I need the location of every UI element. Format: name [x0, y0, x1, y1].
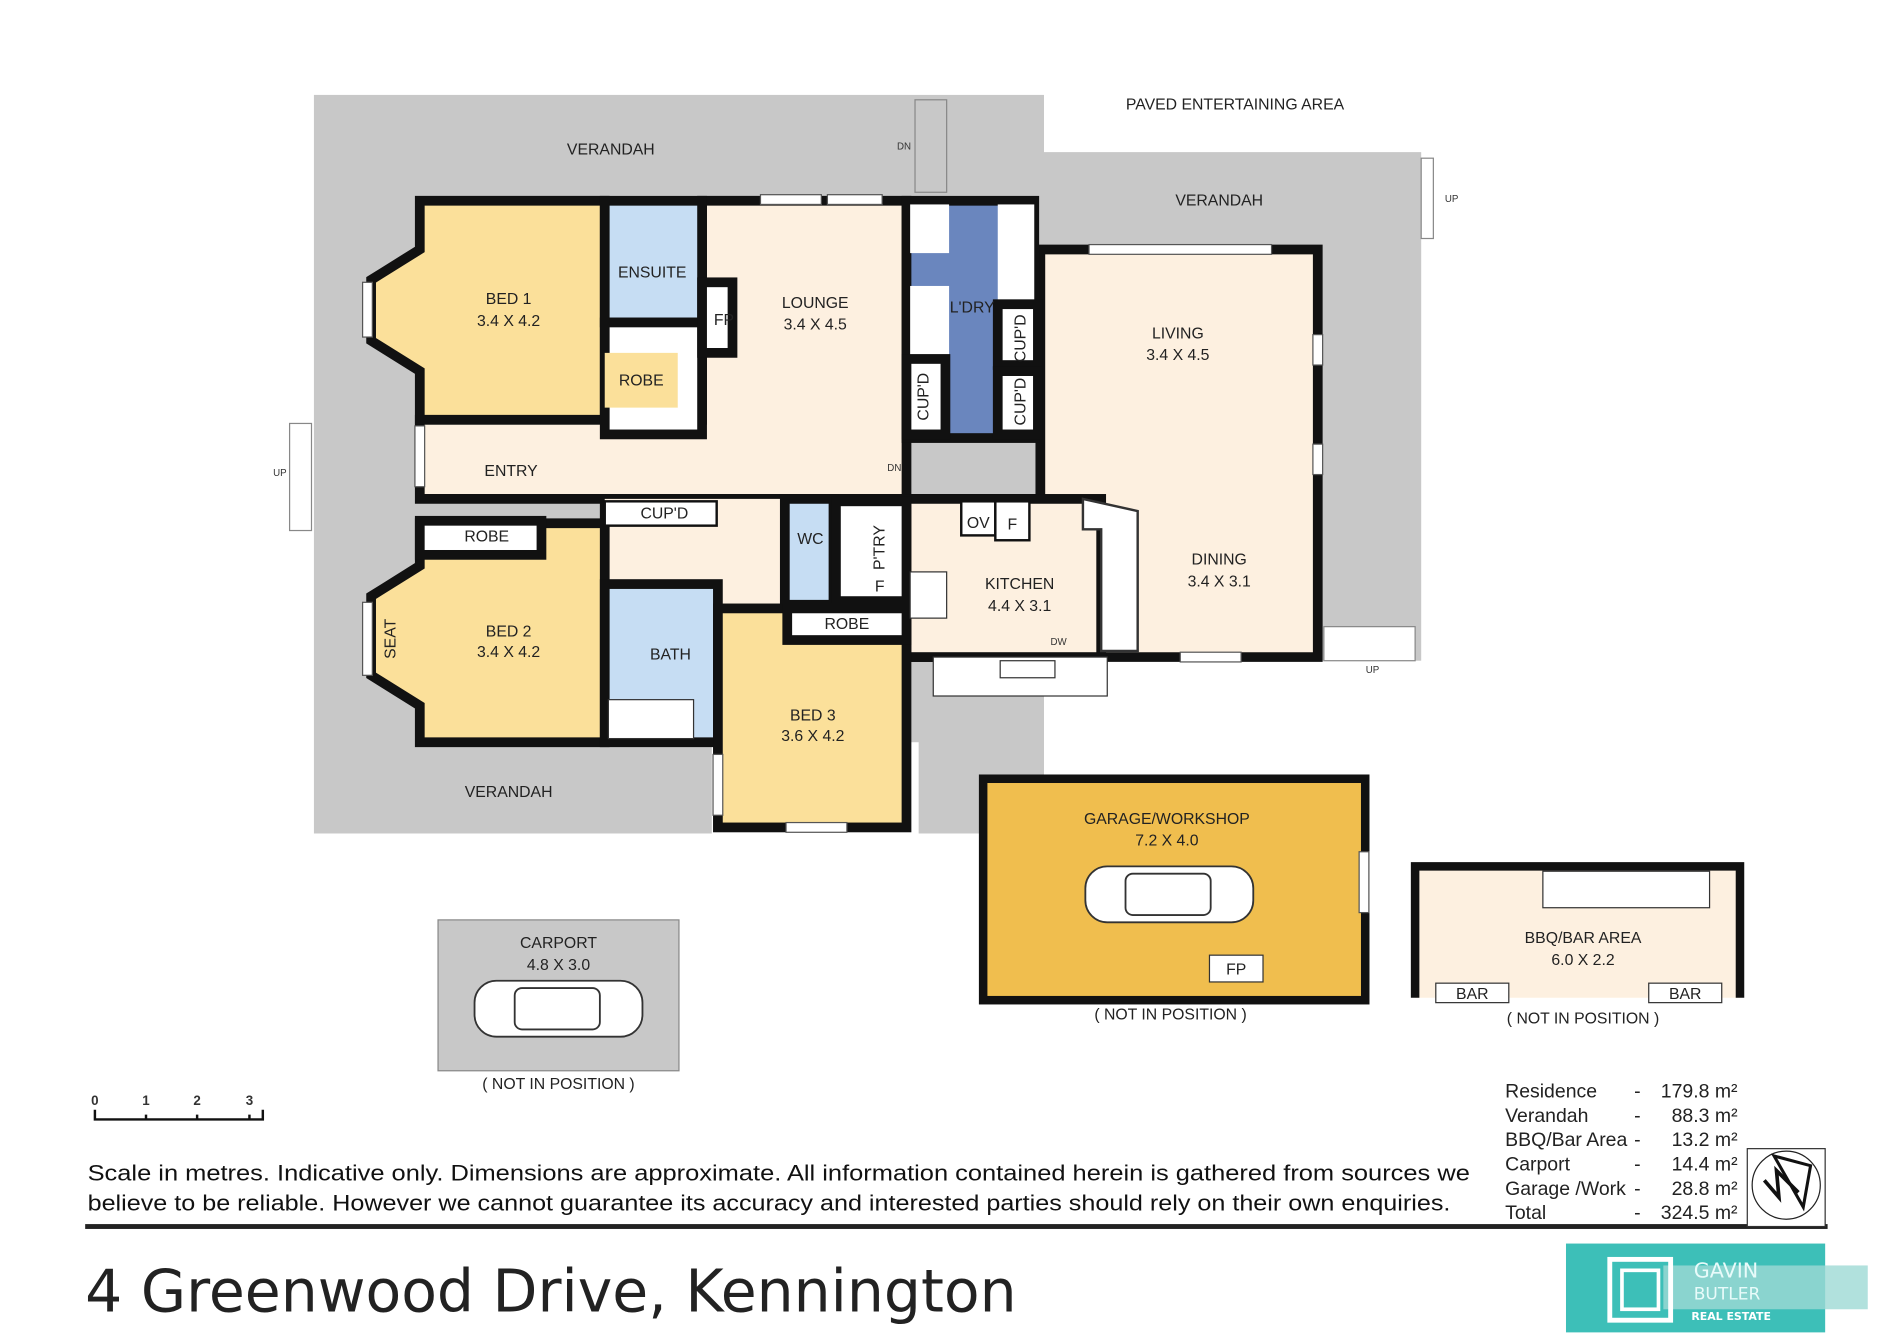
area-label: BBQ/Bar Area [1505, 1129, 1627, 1151]
bar-label: BAR [1456, 986, 1488, 1003]
room-name: CUP'D [1013, 314, 1030, 362]
scale-tick: 3 [246, 1093, 253, 1108]
fridge-label: F [875, 578, 885, 595]
room-dims: 3.4 X 4.5 [784, 317, 847, 334]
area-separators: --- --- [1634, 1081, 1640, 1225]
room-name: ENSUITE [618, 264, 686, 281]
room-wc [779, 494, 839, 610]
room-name: CUP'D [640, 505, 688, 522]
stairs-up-label: UP [273, 468, 287, 479]
svg-text:-: - [1634, 1154, 1640, 1176]
area-value: 28.8 m² [1672, 1178, 1738, 1200]
room-dims: 4.8 X 3.0 [527, 957, 590, 974]
room-name: ROBE [464, 528, 509, 545]
room-dims: 7.2 X 4.0 [1135, 833, 1198, 850]
disclaimer-line: Scale in metres. Indicative only. Dimens… [88, 1160, 1470, 1185]
area-value: 13.2 m² [1672, 1129, 1738, 1151]
room-name: ENTRY [484, 463, 538, 480]
oven-label: OV [967, 515, 990, 532]
room-name: LIVING [1152, 325, 1204, 342]
fireplace-label: FP [1226, 962, 1246, 979]
area-label: Residence [1505, 1081, 1597, 1103]
bar-label: BAR [1669, 986, 1701, 1003]
area-label: Garage /Work [1505, 1178, 1626, 1200]
room-name: CUP'D [915, 373, 932, 421]
room-dims: 3.4 X 4.5 [1146, 347, 1209, 364]
area-value: 179.8 m² [1661, 1081, 1738, 1103]
room-name: DINING [1192, 552, 1247, 569]
paved-area-label: PAVED ENTERTAINING AREA [1126, 97, 1345, 114]
room-name: CARPORT [520, 935, 597, 952]
room-name: BATH [650, 647, 691, 664]
room-name: BED 1 [486, 291, 532, 308]
room-name: L'DRY [950, 300, 995, 317]
room-name: ROBE [824, 616, 869, 633]
room-dims: 3.4 X 3.1 [1188, 573, 1251, 590]
logo-text: BUTLER [1694, 1285, 1761, 1305]
area-label: Carport [1505, 1154, 1570, 1176]
north-arrow-icon [1746, 1148, 1826, 1228]
logo-text: REAL ESTATE [1691, 1310, 1771, 1323]
room-name: FP [714, 312, 734, 329]
svg-text:-: - [1634, 1178, 1640, 1200]
disclaimer-line: believe to be reliable. However we canno… [88, 1191, 1451, 1216]
rooms [361, 194, 1324, 833]
area-table: Residence Verandah BBQ/Bar Area Carport … [1505, 1081, 1738, 1225]
scale-tick: 2 [193, 1093, 200, 1108]
scale-bar: 0 1 2 3 [91, 1093, 265, 1121]
verandah-label: VERANDAH [465, 784, 553, 801]
room-dims: 4.4 X 3.1 [988, 598, 1051, 615]
room-dims: 3.4 X 4.2 [477, 644, 540, 661]
scale-tick: 1 [142, 1093, 150, 1108]
agency-logo: GAVIN BUTLER REAL ESTATE [1565, 1243, 1868, 1333]
area-label: Verandah [1505, 1105, 1588, 1127]
room-dims: 6.0 X 2.2 [1551, 952, 1614, 969]
room-name: BBQ/BAR AREA [1525, 930, 1642, 947]
room-name: CUP'D [1013, 378, 1030, 426]
not-in-position-note: ( NOT IN POSITION ) [1507, 1010, 1659, 1027]
scale-tick: 0 [91, 1093, 98, 1108]
area-value: 324.5 m² [1661, 1202, 1738, 1224]
stairs-up-label: UP [1366, 665, 1380, 676]
room-name: KITCHEN [985, 576, 1054, 593]
not-in-position-note: ( NOT IN POSITION ) [482, 1076, 634, 1093]
stairs-up-label: UP [1445, 194, 1459, 205]
not-in-position-note: ( NOT IN POSITION ) [1094, 1007, 1246, 1024]
svg-text:-: - [1634, 1129, 1640, 1151]
garage-workshop [978, 774, 1370, 1005]
svg-text:-: - [1634, 1081, 1640, 1103]
room-name: P'TRY [872, 525, 889, 570]
room-name: WC [797, 531, 823, 548]
room-name: LOUNGE [782, 295, 849, 312]
fridge-label: F [1008, 516, 1018, 533]
room-name: SEAT [382, 618, 399, 658]
room-dims: 3.6 X 4.2 [781, 728, 844, 745]
room-name: ROBE [619, 373, 664, 390]
page-title: 4 Greenwood Drive, Kennington [85, 1258, 1016, 1326]
area-value: 88.3 m² [1672, 1105, 1738, 1127]
room-name: BED 3 [790, 707, 836, 724]
svg-text:-: - [1634, 1202, 1640, 1224]
room-dims: 3.4 X 4.2 [477, 313, 540, 330]
area-value: 14.4 m² [1672, 1154, 1738, 1176]
area-label: Total [1505, 1202, 1546, 1224]
room-robe1 [604, 352, 678, 408]
svg-text:-: - [1634, 1105, 1640, 1127]
verandah-label: VERANDAH [1175, 193, 1263, 210]
verandah-label: VERANDAH [567, 142, 655, 159]
dishwasher-label: DW [1050, 637, 1067, 648]
stairs-down-label: DN [897, 142, 911, 153]
room-name: GARAGE/WORKSHOP [1084, 811, 1250, 828]
divider [85, 1224, 1828, 1229]
car-icon [473, 865, 1255, 1038]
room-ensuite [599, 195, 707, 328]
logo-text: GAVIN [1694, 1259, 1759, 1283]
room-name: BED 2 [486, 623, 532, 640]
stairs-down-label: DN [887, 463, 901, 474]
